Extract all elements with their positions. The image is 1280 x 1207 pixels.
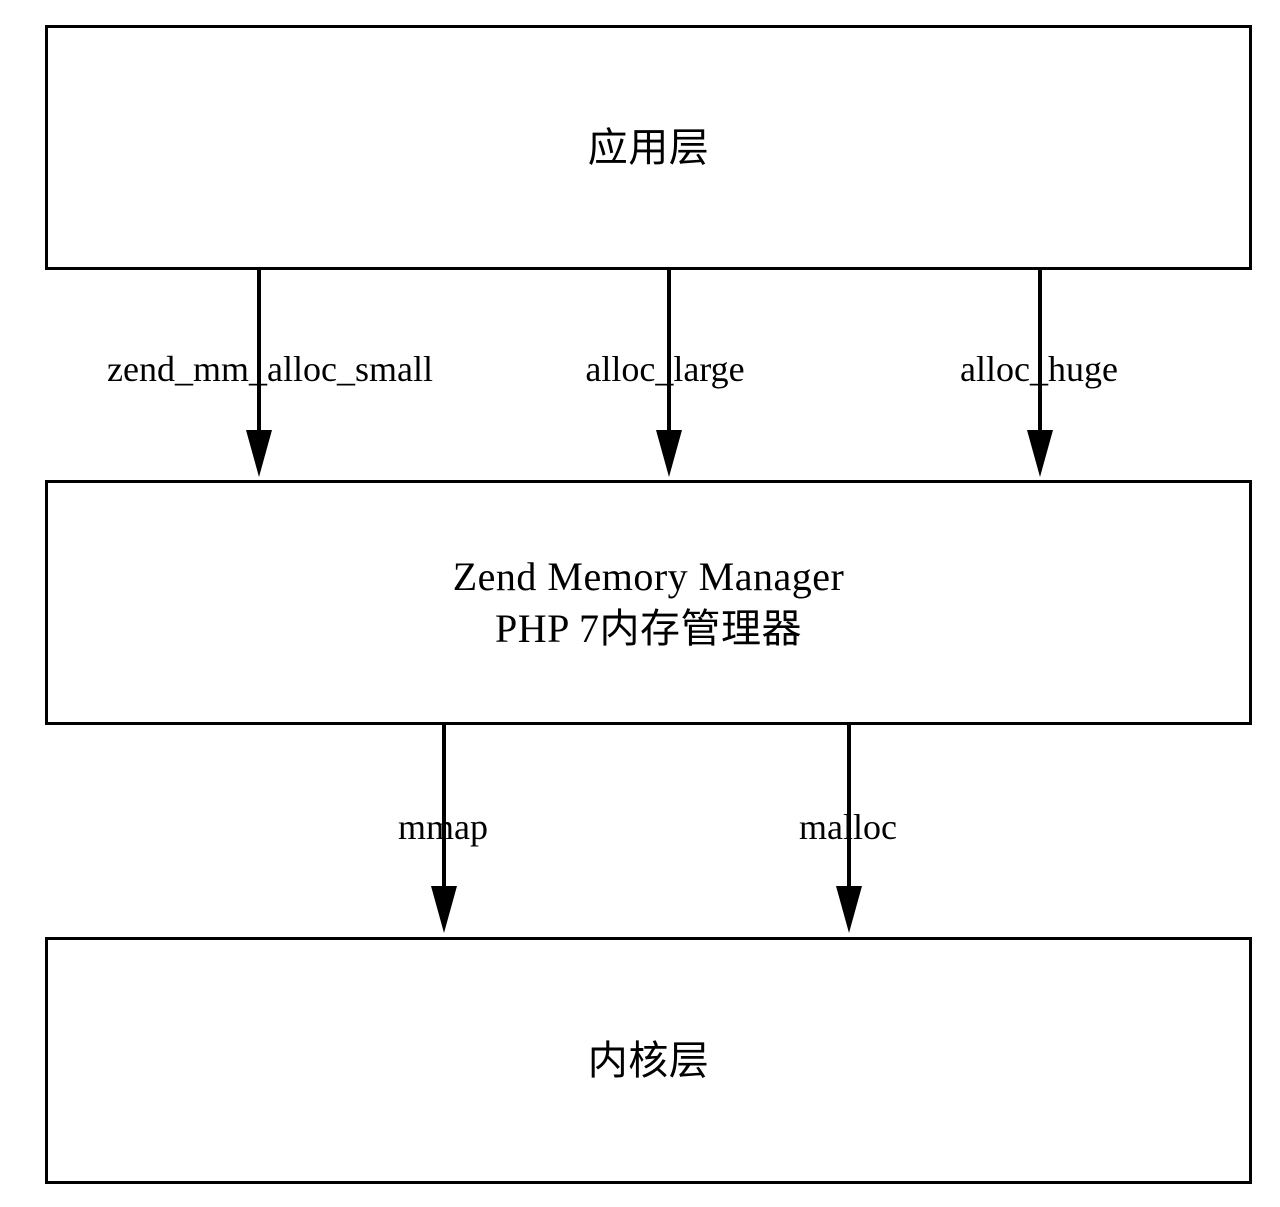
connector-line-alloc-huge <box>1038 270 1042 433</box>
layer-label-application: 应用层 <box>587 124 710 170</box>
connector-label-alloc-large: alloc_large <box>585 349 745 389</box>
arrow-down-icon <box>431 886 457 933</box>
connector-line-mmap <box>442 725 446 888</box>
connector-label-mmap: mmap <box>398 807 488 847</box>
connector-line-malloc <box>847 725 851 888</box>
arrow-down-icon <box>1027 430 1053 477</box>
connector-line-alloc-large <box>667 270 671 433</box>
layer-box-zend-memory-manager: Zend Memory Manager PHP 7内存管理器 <box>45 480 1252 725</box>
connector-line-alloc-small <box>257 270 261 433</box>
layer-box-application: 应用层 <box>45 25 1252 270</box>
arrow-down-icon <box>656 430 682 477</box>
arrow-down-icon <box>246 430 272 477</box>
connector-label-alloc-small: zend_mm_alloc_small <box>107 349 433 389</box>
connector-label-alloc-huge: alloc_huge <box>960 349 1118 389</box>
layer-label-kernel: 内核层 <box>587 1037 710 1083</box>
arrow-down-icon <box>836 886 862 933</box>
connector-label-malloc: malloc <box>799 807 897 847</box>
layer-box-kernel: 内核层 <box>45 937 1252 1184</box>
layer-label-zend-memory-manager: Zend Memory Manager PHP 7内存管理器 <box>452 554 845 651</box>
